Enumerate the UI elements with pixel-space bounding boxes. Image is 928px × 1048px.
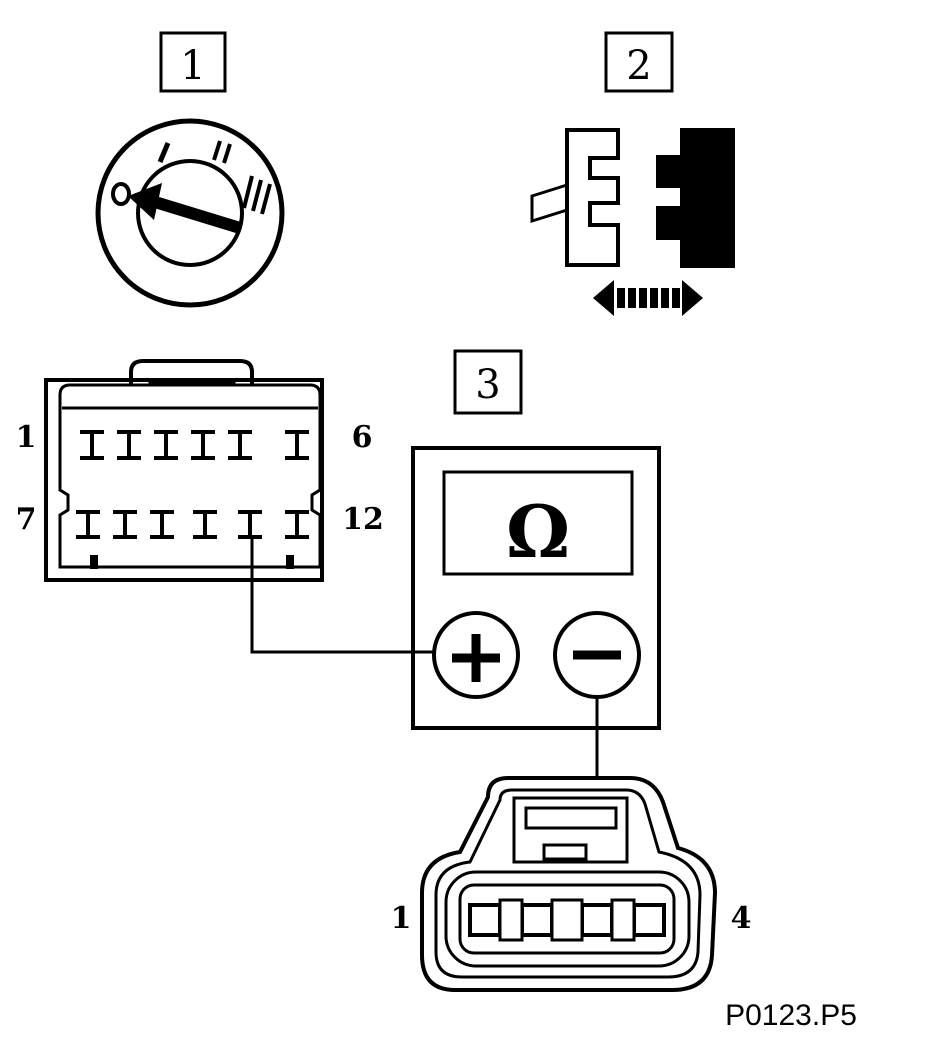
connector-pin <box>113 510 137 539</box>
connector-12pin: 1 6 7 12 <box>16 359 384 582</box>
step-1-label: 1 <box>180 43 205 89</box>
position-i-marker <box>157 142 171 163</box>
pin-label-4: 4 <box>731 901 752 936</box>
connector-pin <box>285 510 309 539</box>
connector-pin <box>154 430 178 460</box>
position-o-marker <box>111 182 131 206</box>
connector-pin <box>580 903 614 937</box>
double-arrow-icon <box>593 280 703 316</box>
connector-pin <box>193 510 217 539</box>
ignition-switch-icon <box>95 118 285 308</box>
negative-terminal <box>553 611 641 699</box>
connector-pin <box>76 510 100 539</box>
connector-pin <box>238 510 262 539</box>
connector-pin <box>520 903 554 937</box>
step-2-group: 2 <box>530 31 735 316</box>
connector-disconnect-icon <box>530 128 735 316</box>
connector-pin <box>228 430 252 460</box>
step-1-box <box>159 31 227 93</box>
meter-display <box>442 470 634 576</box>
key-arrow-icon <box>128 183 242 234</box>
position-ii-marker <box>212 140 232 164</box>
positive-lead-wire <box>250 537 434 654</box>
step-1-group: 1 <box>95 31 285 308</box>
positive-terminal <box>432 611 520 699</box>
position-iii-marker <box>242 175 272 215</box>
figure-code: P0123.P5 <box>725 999 857 1032</box>
pin-row-top <box>80 430 309 460</box>
connector-pin <box>191 430 215 460</box>
connector-pin <box>285 430 309 460</box>
ohmmeter: Ω <box>411 446 661 730</box>
connector-pin <box>468 903 502 937</box>
connector-pin <box>632 903 666 937</box>
step-2-box <box>604 31 674 93</box>
pin-row-bottom <box>76 510 309 539</box>
ohm-symbol: Ω <box>506 489 570 574</box>
pin-label-6: 6 <box>352 420 373 455</box>
pin-label-7: 7 <box>16 502 37 537</box>
pin-label-1: 1 <box>16 420 37 455</box>
connector-pin <box>150 510 174 539</box>
connector-4pin: 1 4 <box>391 776 752 992</box>
step-2-label: 2 <box>626 43 651 89</box>
connector-pin <box>117 430 141 460</box>
pin-label-1: 1 <box>391 901 412 936</box>
step-3-box <box>453 349 523 415</box>
pin-label-12: 12 <box>342 502 384 537</box>
step-3-label: 3 <box>475 362 500 408</box>
connector-pin <box>80 430 104 460</box>
